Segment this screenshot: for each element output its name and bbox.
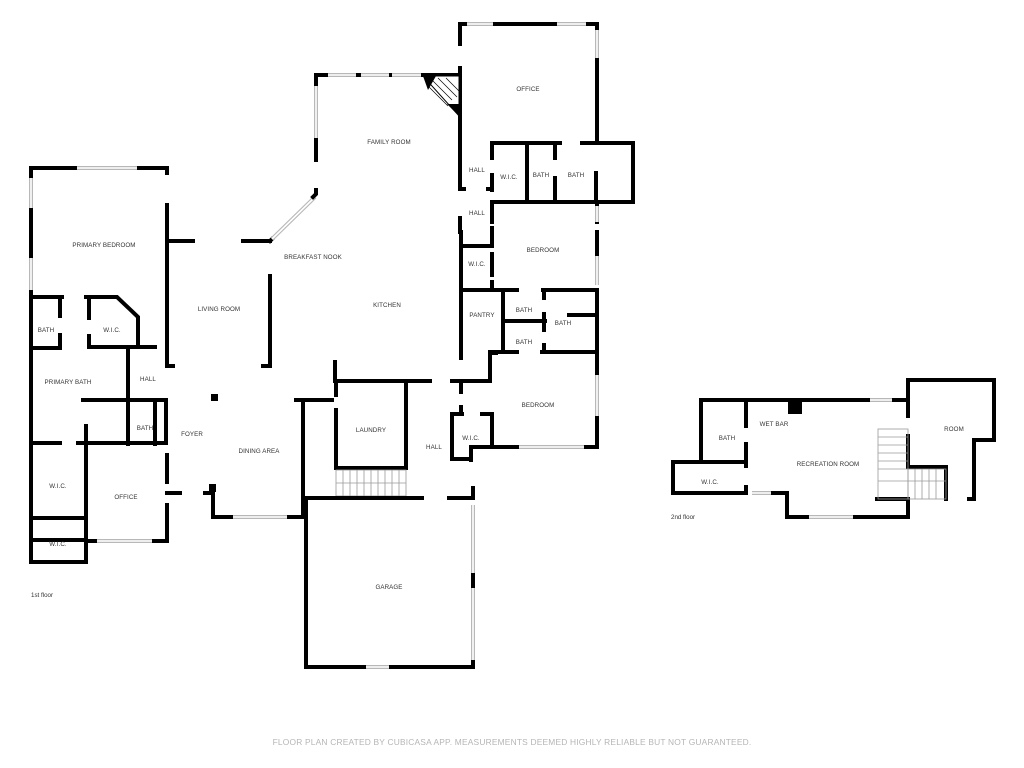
label-upstairs-bath: BATH: [719, 435, 735, 442]
label-laundry: LAUNDRY: [356, 427, 386, 434]
label-breakfast-nook: BREAKFAST NOOK: [284, 254, 342, 261]
north-wing-walls: [458, 141, 635, 292]
first-floor-label: 1st floor: [31, 592, 53, 599]
living-room-walls: [165, 195, 317, 368]
label-west-hall: HALL: [140, 376, 156, 383]
column: [211, 394, 218, 401]
label-north-hall-1: HALL: [469, 167, 485, 174]
label-north-bath-1: BATH: [533, 172, 549, 179]
label-wic-west-1: W.I.C.: [49, 483, 67, 490]
east-wing-walls: [450, 288, 599, 462]
label-upstairs-wic: W.I.C.: [701, 479, 719, 486]
north-office-walls: [458, 22, 599, 145]
label-north-bedroom: BEDROOM: [527, 247, 560, 254]
label-south-bedroom: BEDROOM: [522, 402, 555, 409]
label-west-bath: BATH: [137, 425, 153, 432]
second-floor-label: 2nd floor: [671, 514, 695, 521]
wet-bar-sink: [788, 401, 802, 414]
label-east-bath-2: BATH: [555, 320, 571, 327]
disclaimer-footer: FLOOR PLAN CREATED BY CUBICASA APP. MEAS…: [272, 737, 752, 747]
label-primary-bath-small: BATH: [38, 327, 54, 334]
label-east-bath-1: BATH: [516, 307, 532, 314]
label-south-wic: W.I.C.: [462, 435, 480, 442]
label-primary-wic: W.I.C.: [103, 327, 121, 334]
label-primary-bedroom: PRIMARY BEDROOM: [72, 242, 135, 249]
label-wet-bar: WET BAR: [760, 421, 789, 428]
primary-bedroom-walls: [29, 166, 169, 564]
label-north-wic: W.I.C.: [500, 174, 518, 181]
label-primary-bath: PRIMARY BATH: [45, 379, 92, 386]
label-west-office: OFFICE: [114, 494, 137, 501]
label-north-hall-2: HALL: [469, 210, 485, 217]
label-living-room: LIVING ROOM: [198, 306, 240, 313]
label-kitchen: KITCHEN: [373, 302, 401, 309]
label-recreation-room: RECREATION ROOM: [797, 461, 860, 468]
label-north-bedroom-wic: W.I.C.: [468, 261, 486, 268]
stairs-second-floor: [877, 428, 947, 500]
label-dining-area: DINING AREA: [239, 448, 281, 455]
label-east-bath-3: BATH: [516, 339, 532, 346]
label-family-room: FAMILY ROOM: [367, 139, 411, 146]
label-foyer: FOYER: [181, 431, 203, 438]
second-floor-plan: [671, 378, 996, 519]
center-hall-walls: [304, 486, 475, 669]
label-room: ROOM: [944, 426, 964, 433]
first-floor-plan: [29, 22, 635, 669]
label-wic-west-2: W.I.C.: [49, 541, 67, 548]
stairs-first-floor: [335, 469, 407, 497]
label-north-office: OFFICE: [516, 86, 539, 93]
label-center-hall: HALL: [426, 444, 442, 451]
primary-suite-walls: [29, 295, 169, 564]
second-floor-labels: BATH WET BAR RECREATION ROOM ROOM W.I.C.…: [671, 421, 964, 521]
fireplace-icon: [421, 75, 460, 118]
label-north-bath-2: BATH: [568, 172, 584, 179]
family-room-walls: [310, 66, 462, 234]
first-floor-labels: PRIMARY BEDROOM BATH W.I.C. PRIMARY BATH…: [31, 86, 584, 599]
label-pantry: PANTRY: [469, 312, 494, 319]
label-garage: GARAGE: [375, 584, 402, 591]
